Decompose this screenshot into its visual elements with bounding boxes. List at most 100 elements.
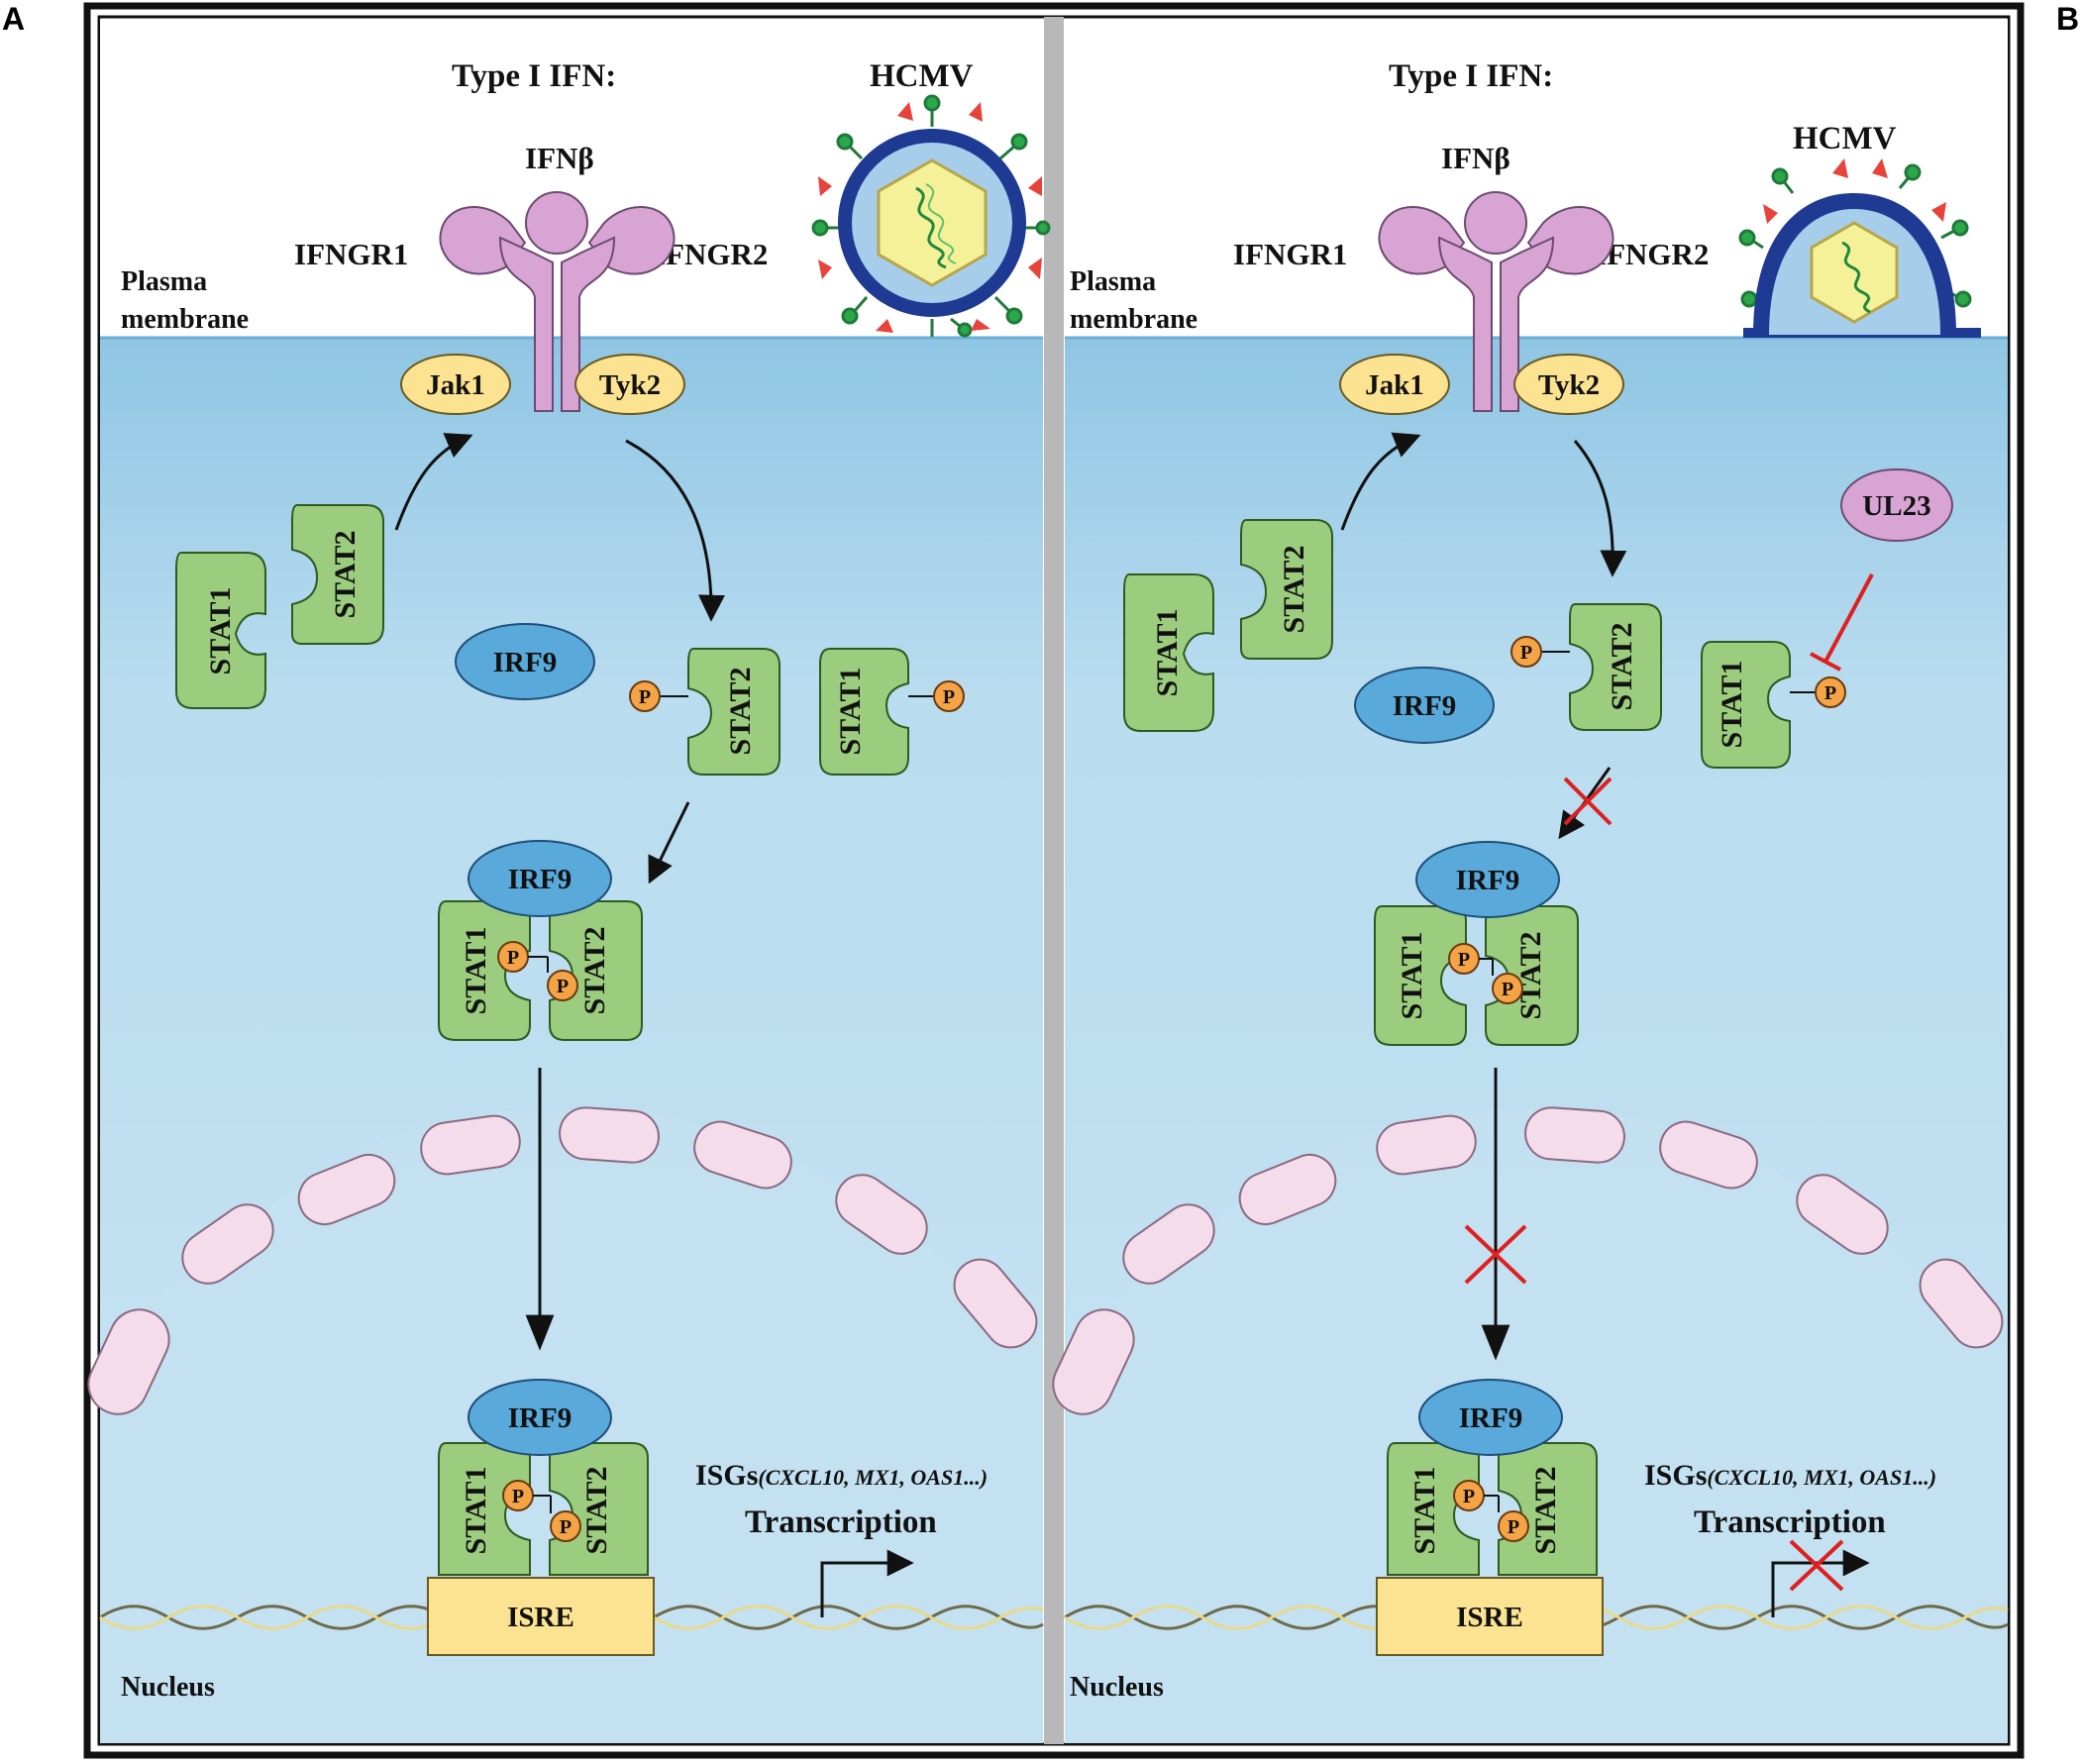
jak1-label: Jak1 [1365,369,1424,401]
stat1-label: STAT1 [1408,1467,1441,1555]
arrow-to-complex [648,801,690,884]
ul23-inhibition [1823,573,1874,663]
irf9 [1418,1379,1563,1456]
tyk2 [1513,354,1624,415]
stat2-label: STAT2 [329,531,362,619]
ifngr1-label: IFNGR1 [1233,237,1347,271]
stat2-phosphorylated: STAT2 P [629,648,781,776]
ifngr1-label: IFNGR1 [294,237,408,271]
ifnb-label: IFNβ [525,141,594,175]
ifn-receptor [439,191,676,412]
block-cross [1789,1539,1844,1592]
panel-divider [1044,17,1064,1744]
phospho-label: P [512,1486,524,1507]
irf9 [468,1379,612,1456]
nuclear-pore [1796,1174,1889,1255]
stat1-label: STAT1 [834,668,867,756]
transcription-arrow [1771,1549,1870,1617]
phospho-label: P [1458,949,1470,971]
panel-b: Type I IFN: HCMV IFNβ IFNGR1 IFNGR2 Plas… [1052,19,2009,1743]
isre-box [427,1577,655,1656]
nuclear-pore [953,1258,1038,1349]
nuclear-pore [1919,1258,2004,1349]
arrow-tyk2-to-stat2 [625,439,725,622]
stat1-label: STAT1 [1151,609,1184,697]
stat1-phosphorylated: STAT1 P [1701,641,1846,769]
phospho-label: P [639,686,651,708]
hcmv-virion-budding [1738,158,1981,338]
hcmv-virion [811,94,1051,338]
isgf3-complex-nucleus: STAT1 STAT2 P P IRF9 [1387,1379,1598,1576]
nuclear-envelope [87,1106,1038,1415]
phospho-group [547,970,578,1001]
phospho-label: P [1508,1516,1519,1538]
isgs-label: ISGs [1644,1459,1707,1492]
stat1-label: STAT1 [460,1467,492,1555]
nuclear-pore [693,1120,792,1190]
tyk2-label: Tyk2 [1538,369,1600,401]
stat1-phosphorylated: STAT1 P [819,648,965,776]
phospho-label: P [1824,682,1836,704]
irf9 [468,840,612,917]
ul23 [1840,468,1953,542]
outer-frame [83,2,2025,1759]
stat1-unphosphorylated: STAT1 [1123,573,1214,732]
nuclear-pore [1524,1106,1625,1164]
nuclear-pore [1238,1154,1337,1225]
stat2-label: STAT2 [1514,932,1547,1020]
stat1-label: STAT1 [204,587,237,675]
panel-a: Type I IFN: HCMV IFNβ IFNGR1 IFNGR2 Plas… [87,19,1051,1743]
nuclear-pore [835,1174,928,1255]
irf9 [1415,841,1560,918]
phospho-group [1492,973,1523,1004]
ul23-label: UL23 [1862,490,1930,522]
stat2-label: STAT2 [724,668,757,756]
nuclear-pore [1659,1120,1758,1190]
transcription-label: Transcription [745,1505,937,1540]
phospho-label: P [507,947,519,969]
irf9-label: IRF9 [508,1402,572,1434]
stat1-label: STAT1 [1716,661,1748,749]
stat2-unphosphorylated: STAT2 [1240,519,1333,660]
phospho-group [550,1510,581,1542]
isgf3-complex-cytoplasm: STAT1 STAT2 P P IRF9 [1374,841,1579,1046]
isre-box [1376,1577,1604,1656]
stat2-label: STAT2 [578,927,611,1015]
phospho-group [1815,676,1846,708]
tyk2 [574,354,685,415]
phospho-label: P [943,686,955,708]
isre-label: ISRE [1456,1602,1523,1633]
stat2-unphosphorylated: STAT2 [291,504,384,645]
irf9-label: IRF9 [1456,865,1519,896]
hcmv-label: HCMV [870,58,974,94]
irf9-label: IRF9 [493,647,557,678]
stat1-label: STAT1 [460,927,492,1015]
membrane-label: membrane [121,304,249,335]
block-cross [1563,777,1613,826]
nucleus-label: Nucleus [1070,1672,1164,1703]
panel-letter-a: A [2,1,25,37]
inhibition-bar [1810,652,1841,672]
isgs-label: ISGs [695,1459,758,1492]
ifnb-ligand [1464,191,1527,255]
isgf3-complex-nucleus: STAT1 STAT2 P P IRF9 [438,1379,649,1576]
jak1 [1339,354,1450,415]
phospho-label: P [557,976,569,997]
block-cross [1464,1224,1527,1285]
irf9 [455,623,595,700]
isgs-text: ISGs(CXCL10, MX1, OAS1...) [1644,1459,1936,1492]
isgs-text: ISGs(CXCL10, MX1, OAS1...) [695,1459,988,1492]
jak1 [400,354,511,415]
tyk2-label: Tyk2 [599,369,661,401]
phospho-label: P [1502,979,1513,1000]
nuclear-pore [87,1308,170,1415]
ifnb-ligand [525,191,588,255]
stat2-label: STAT2 [1529,1467,1562,1555]
phospho-group [1510,636,1542,668]
irf9-label: IRF9 [508,864,572,895]
plasma-label: Plasma [1070,266,1156,297]
stat1-label: STAT1 [1396,932,1428,1020]
stat1-unphosphorylated: STAT1 [175,552,266,709]
stat2-label: STAT2 [1606,623,1638,711]
stat2-label: STAT2 [580,1467,613,1555]
